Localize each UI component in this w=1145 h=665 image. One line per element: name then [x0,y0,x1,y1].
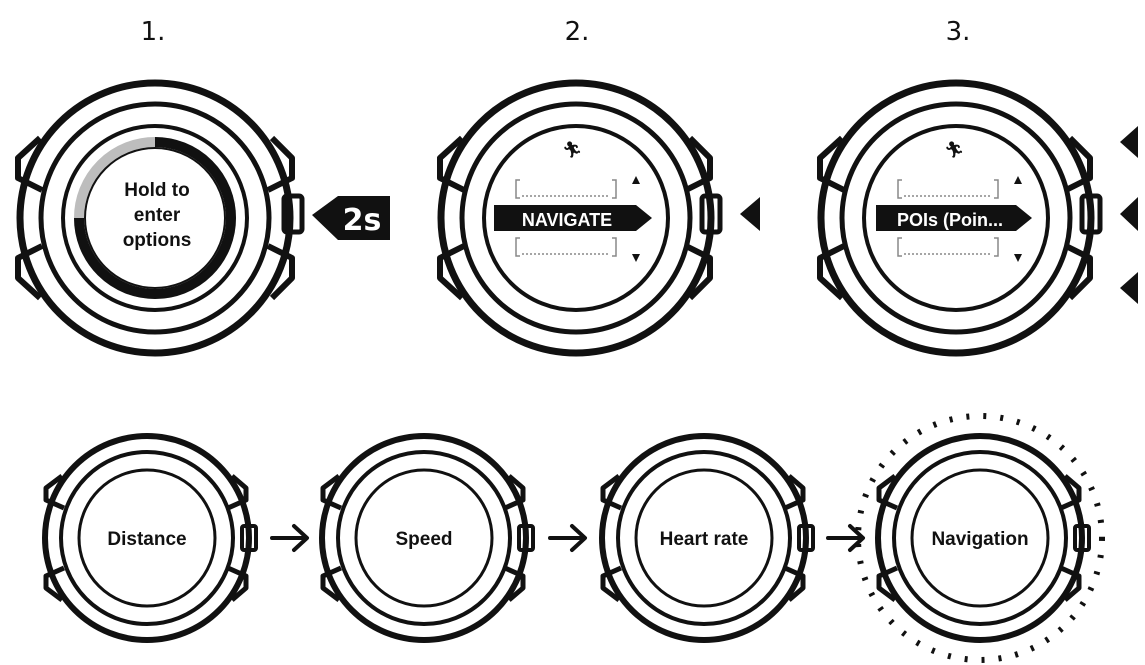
hold-duration-label: 2s [343,203,382,238]
selected-menu-bar: NAVIGATE [494,205,652,231]
watch-body [817,79,1103,357]
sequence-watch-heart-rate: Heart rate [599,433,815,643]
runner-icon: 🏃︎ [562,140,582,159]
hold-text-line-1: Hold to [124,180,189,201]
watch-step-2: 🏃︎ NAVIGATE [437,79,760,357]
sequence-label-distance: Distance [107,529,186,550]
button-up-arrow-icon [1120,126,1138,158]
sequence-watch-speed: Speed [319,433,535,643]
hold-text-line-3: options [123,230,192,251]
selected-menu-label: POIs (Poin... [897,210,1003,230]
hold-text-line-2: enter [134,205,181,226]
hold-progress-arc [74,137,236,299]
selected-menu-label: NAVIGATE [522,210,612,230]
menu-item-below-placeholder [897,237,999,257]
menu-item-above-placeholder [897,179,999,199]
watch-body [437,79,723,357]
step-2-number: 2. [565,17,590,47]
selected-menu-bar: POIs (Poin... [876,205,1032,231]
menu-item-below-placeholder [515,237,617,257]
arrow-right-icon [270,524,309,552]
step-3-number: 3. [946,17,971,47]
hold-duration-badge: 2s [312,196,390,240]
scroll-up-icon [1014,176,1022,184]
menu-item-above-placeholder [515,179,617,199]
sequence-label-heart-rate: Heart rate [660,529,749,550]
arrow-right-icon [826,524,865,552]
sequence-label-speed: Speed [395,529,452,550]
runner-icon: 🏃︎ [944,140,964,159]
button-press-arrow-icon [1120,197,1138,231]
scroll-up-icon [632,176,640,184]
watch-body [15,79,305,357]
sequence-label-navigation: Navigation [931,529,1028,550]
scroll-down-icon [1014,254,1022,262]
button-press-arrow-icon [740,197,760,231]
highlight-dotted-ring [855,413,1105,663]
button-down-arrow-icon [1120,272,1138,304]
step-1-number: 1. [141,17,166,47]
watch-step-1: Hold to enter options 2s [15,79,390,357]
sequence-watch-navigation: Navigation [855,413,1105,663]
sequence-watch-distance: Distance [42,433,258,643]
watch-step-3: 🏃︎ POIs (Poin... [817,79,1138,357]
arrow-right-icon [548,524,587,552]
scroll-down-icon [632,254,640,262]
